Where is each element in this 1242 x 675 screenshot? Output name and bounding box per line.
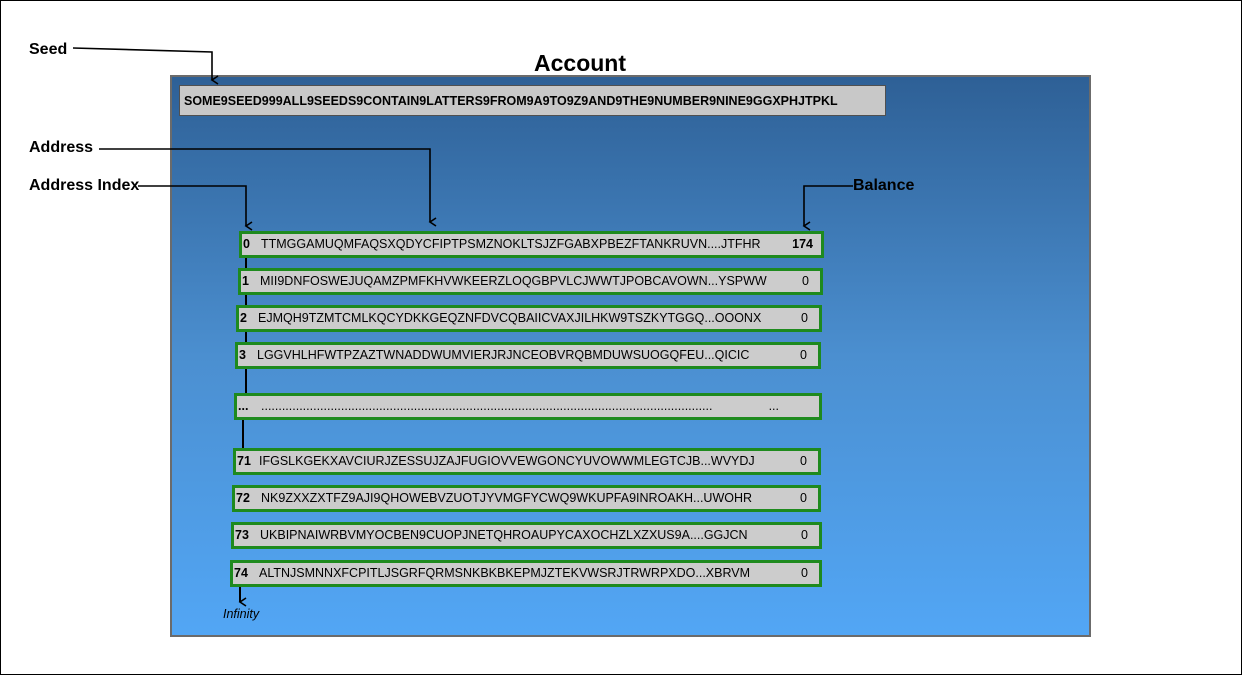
row-index: 3 [239, 348, 246, 362]
address-row-3: 3 LGGVHLHFWTPZAZTWNADDWUMVIERJRJNCEOBVRQ… [235, 342, 821, 369]
address-row-72: 72 NK9ZXXZXTFZ9AJI9QHOWEBVZUOTJYVMGFYCWQ… [232, 485, 821, 512]
row-balance: 0 [801, 566, 808, 580]
row-balance: 0 [802, 274, 809, 288]
row-index: 2 [240, 311, 247, 325]
address-index-arrow [138, 185, 253, 231]
balance-arrow [802, 185, 853, 231]
address-index-callout: Address Index [29, 177, 140, 194]
row-balance: 174 [792, 237, 813, 251]
row-balance: 0 [800, 491, 807, 505]
row-index: 72 [236, 491, 250, 505]
row-address: MII9DNFOSWEJUQAMZPMFKHVWKEERZLOQGBPVLCJW… [260, 274, 767, 288]
infinity-label: Infinity [223, 607, 260, 621]
row-balance: 0 [800, 454, 807, 468]
row-index: 73 [235, 528, 249, 542]
row-index: 1 [242, 274, 249, 288]
row-address: EJMQH9TZMTCMLKQCYDKKGEQZNFDVCQBAIICVAXJI… [258, 311, 762, 325]
row-balance: 0 [801, 528, 808, 542]
row-address: TTMGGAMUQMFAQSXQDYCFIPTPSMZNOKLTSJZFGABX… [261, 237, 761, 251]
row-index: ... [238, 399, 249, 413]
row-index: 74 [234, 566, 248, 580]
seed-arrow [72, 47, 219, 85]
address-row-1: 1 MII9DNFOSWEJUQAMZPMFKHVWKEERZLOQGBPVLC… [238, 268, 823, 295]
row-address: NK9ZXXZXTFZ9AJI9QHOWEBVZUOTJYVMGFYCWQ9WK… [261, 491, 753, 505]
row-index: 71 [237, 454, 251, 468]
address-row-71: 71 IFGSLKGEKXAVCIURJZESSUJZAJFUGIOVVEWGO… [233, 448, 821, 475]
row-address: UKBIPNAIWRBVMYOCBEN9CUOPJNETQHROAUPYCAXO… [260, 528, 748, 542]
address-row-73: 73 UKBIPNAIWRBVMYOCBEN9CUOPJNETQHROAUPYC… [231, 522, 822, 549]
row-index: 0 [243, 237, 250, 251]
address-row-2: 2 EJMQH9TZMTCMLKQCYDKKGEQZNFDVCQBAIICVAX… [236, 305, 822, 332]
row-balance: ... [768, 399, 779, 413]
address-row-74: 74 ALTNJSMNNXFCPITLJSGRFQRMSNKBKBKEPMJZT… [230, 560, 822, 587]
balance-callout: Balance [853, 177, 915, 194]
address-row-ellipsis: ... ....................................… [234, 393, 822, 420]
row-address: ........................................… [261, 399, 713, 413]
row-address: LGGVHLHFWTPZAZTWNADDWUMVIERJRJNCEOBVRQBM… [257, 348, 750, 362]
row-address: ALTNJSMNNXFCPITLJSGRFQRMSNKBKBKEPMJZTEKV… [259, 566, 751, 580]
seed-callout: Seed [29, 41, 68, 58]
address-row-0: 0 TTMGGAMUQMFAQSXQDYCFIPTPSMZNOKLTSJZFGA… [239, 231, 824, 258]
seed-field: SOME9SEED999ALL9SEEDS9CONTAIN9LATTERS9FR… [179, 85, 886, 116]
row-balance: 0 [800, 348, 807, 362]
address-callout: Address [29, 139, 94, 156]
address-arrow [99, 148, 437, 227]
row-balance: 0 [801, 311, 808, 325]
row-address: IFGSLKGEKXAVCIURJZESSUJZAJFUGIOVVEWGONCY… [259, 454, 755, 468]
account-title: Account [534, 50, 626, 76]
